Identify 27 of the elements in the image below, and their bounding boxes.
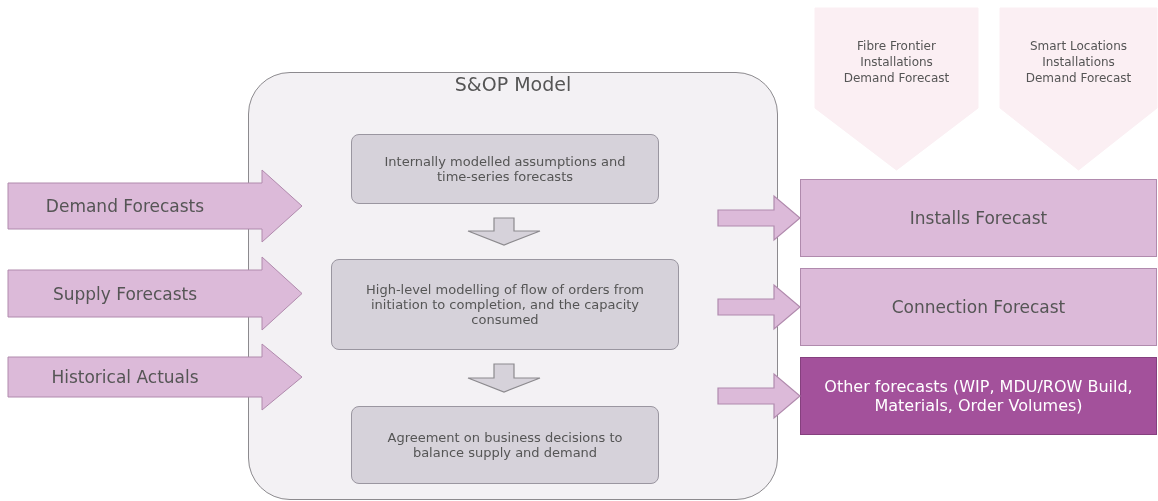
process-box [331,259,679,350]
node-label: Agreement on business decisions to balance supply and demand [386,430,624,460]
node-label: High-level modelling of flow of orders from initiation to completion, and the capacity consumed [365,282,645,327]
process-box [351,406,659,484]
process-box [351,134,659,204]
node-label: Historical Actuals [51,367,199,387]
output-box [800,179,1157,257]
block-arrow [467,363,541,393]
block-arrow [717,194,801,242]
input-banner [8,257,302,330]
node-label: Fibre Frontier Installations Demand Forecast [842,38,951,87]
block-arrow [467,217,541,246]
block-arrow [717,372,801,420]
model-panel [248,72,778,500]
node-label: Supply Forecasts [52,283,198,304]
node-label: Smart Locations Installations Demand Forecast [1024,38,1133,87]
input-banner [8,170,302,242]
panel-title: S&OP Model [454,73,572,95]
node-label: Connection Forecast [891,297,1066,317]
node-label: Installs Forecast [909,208,1048,228]
output-box [800,357,1157,435]
node-label: Other forecasts (WIP, MDU/ROW Build, Materials, Order Volumes) [823,377,1134,415]
input-banner [8,344,302,410]
block-arrow [717,283,801,331]
node-label: Internally modelled assumptions and time-series forecasts [383,154,627,184]
output-box [800,268,1157,346]
node-label: Demand Forecasts [45,196,205,216]
